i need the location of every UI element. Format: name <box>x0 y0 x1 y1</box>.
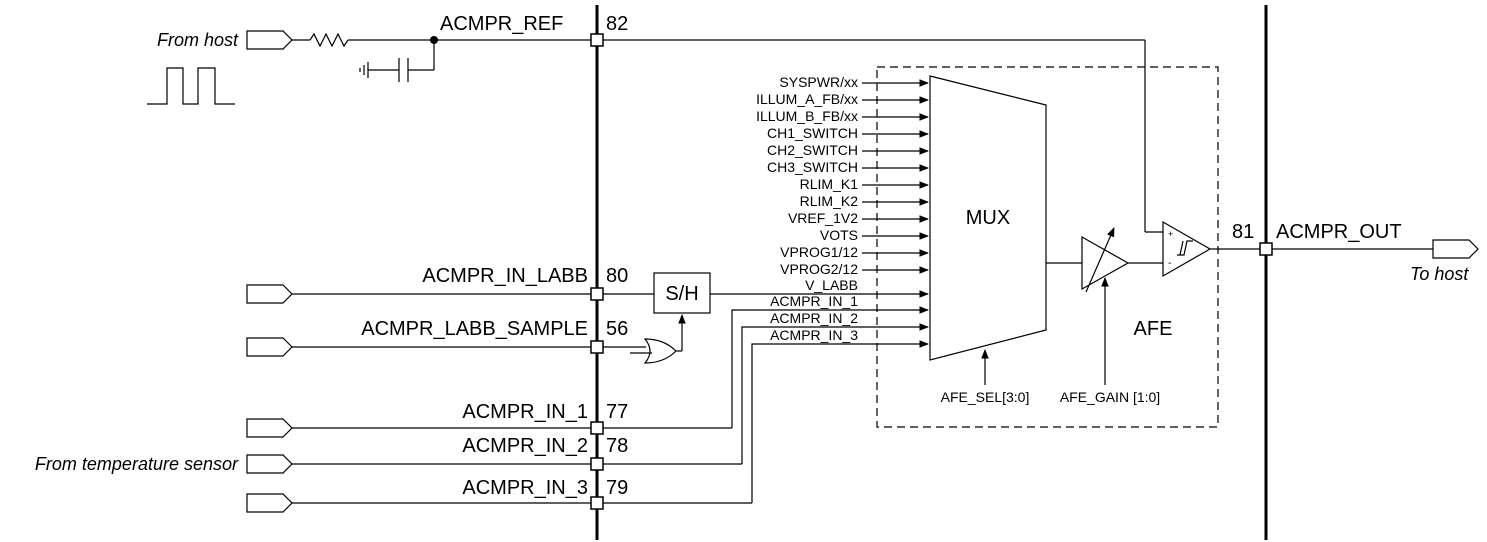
input-connector <box>246 454 293 474</box>
mux-input-label: VOTS <box>820 227 858 243</box>
acmpr-out-section: 81 ACMPR_OUT To host <box>1232 221 1479 284</box>
mux-input-label: ILLUM_B_FB/xx <box>756 108 858 124</box>
mux-input-label: ACMPR_IN_2 <box>770 310 858 326</box>
pin-name-acmpr-in-1: ACMPR_IN_1 <box>462 401 588 423</box>
sample-hold-label: S/H <box>665 283 698 305</box>
pin-pad <box>590 457 604 471</box>
square-wave-icon <box>147 67 235 105</box>
input-connector <box>246 284 293 304</box>
comparator <box>1162 220 1212 278</box>
plus-sign: + <box>1168 229 1173 239</box>
pin-name-acmpr-ref: ACMPR_REF <box>440 13 563 35</box>
pin-number-78: 78 <box>606 435 628 457</box>
mux-input-label: SYSPWR/xx <box>779 74 858 90</box>
pin-name-acmpr-out: ACMPR_OUT <box>1276 221 1402 243</box>
afe-gain-label: AFE_GAIN [1:0] <box>1060 389 1160 405</box>
mux-input-label: CH2_SWITCH <box>767 142 858 158</box>
hysteresis-icon <box>1177 240 1193 256</box>
acmpr-ref-section: From host ACMPR_REF 82 <box>147 13 1163 233</box>
mux-input-label: V_LABB <box>805 277 858 293</box>
pin-pad <box>590 287 604 301</box>
input-connector <box>246 418 293 438</box>
mux-input-label: RLIM_K1 <box>800 176 859 192</box>
from-host-connector <box>246 30 293 50</box>
pin-number-79: 79 <box>606 477 628 499</box>
acmpr-in-1-row: ACMPR_IN_1 77 <box>246 306 929 438</box>
mux-input-label: CH1_SWITCH <box>767 125 858 141</box>
pin-name-acmpr-in-labb: ACMPR_IN_LABB <box>422 265 588 287</box>
pin-number-80: 80 <box>606 265 628 287</box>
pin-pad <box>590 496 604 510</box>
mux-input-label: ACMPR_IN_3 <box>770 327 858 343</box>
input-connector <box>246 337 293 357</box>
acmpr-in-labb-row: ACMPR_IN_LABB 80 <box>246 265 654 304</box>
pin-number-81: 81 <box>1232 221 1254 243</box>
pin-pad <box>590 340 604 354</box>
from-temperature-sensor-label: From temperature sensor <box>35 454 239 474</box>
pin-pad <box>590 33 604 47</box>
pin-number-56: 56 <box>606 318 628 340</box>
pin-pad <box>590 421 604 435</box>
mux-input-label: VREF_1V2 <box>788 210 858 226</box>
mux-input-label: RLIM_K2 <box>800 193 859 209</box>
pin-name-acmpr-in-3: ACMPR_IN_3 <box>462 477 588 499</box>
mux-input-arrows <box>862 79 929 274</box>
pin-pad <box>1259 242 1273 256</box>
mux-block <box>929 75 1047 361</box>
afe-label: AFE <box>1134 318 1173 340</box>
afe-sel-label: AFE_SEL[3:0] <box>941 389 1030 405</box>
mux-input-label: VPROG2/12 <box>780 261 858 277</box>
input-connector <box>246 493 293 513</box>
pin-number-82: 82 <box>606 13 628 35</box>
resistor-icon <box>309 32 349 48</box>
to-host-label: To host <box>1410 264 1469 284</box>
or-gate-icon <box>643 338 677 364</box>
pin-name-acmpr-labb-sample: ACMPR_LABB_SAMPLE <box>361 318 588 340</box>
pin-number-77: 77 <box>606 401 628 423</box>
mux-input-label: CH3_SWITCH <box>767 159 858 175</box>
acmpr-labb-sample-row: ACMPR_LABB_SAMPLE 56 <box>246 314 686 364</box>
mux-input-labels: SYSPWR/xx ILLUM_A_FB/xx ILLUM_B_FB/xx CH… <box>756 74 858 343</box>
from-host-label: From host <box>157 30 239 50</box>
pin-name-acmpr-in-2: ACMPR_IN_2 <box>462 435 588 457</box>
afe-boundary <box>876 66 1219 428</box>
mux-label: MUX <box>966 207 1010 229</box>
variable-gain-arrow <box>1085 227 1115 293</box>
mux-input-label: ACMPR_IN_1 <box>770 293 858 309</box>
acmpr-in-2-row: From temperature sensor ACMPR_IN_2 78 <box>35 323 929 474</box>
minus-sign: - <box>1168 258 1171 269</box>
acmpr-in-3-row: ACMPR_IN_3 79 <box>246 340 929 513</box>
sample-hold-block <box>653 272 711 314</box>
output-connector <box>1432 239 1479 259</box>
mux-input-label: ILLUM_A_FB/xx <box>756 91 858 107</box>
mux-input-label: VPROG1/12 <box>780 244 858 260</box>
